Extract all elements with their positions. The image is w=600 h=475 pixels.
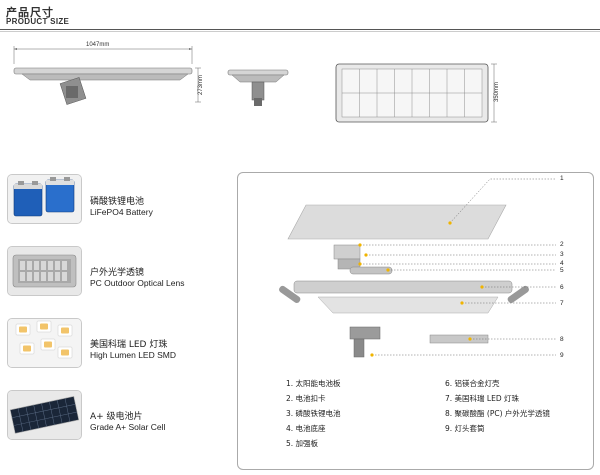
feature-card-solar	[7, 390, 82, 440]
solar-panel-icon	[8, 391, 81, 439]
callout-5: 5	[560, 267, 564, 274]
callout-7: 7	[560, 300, 564, 307]
header-rule-light	[0, 31, 600, 32]
feature-solar-cn: A+ 级电池片	[90, 412, 143, 422]
header-rule	[0, 29, 600, 30]
feature-card-lens	[7, 246, 82, 296]
feature-lens-cn: 户外光学透镜	[90, 268, 145, 278]
top-view-drawing	[335, 63, 497, 123]
width-dimension: 350mm	[494, 82, 500, 103]
section-title-en: PRODUCT SIZE	[6, 17, 70, 26]
part-6: 6. 铝镁合金灯壳	[445, 379, 500, 388]
exploded-view-drawing	[279, 178, 556, 358]
callout-2: 2	[560, 241, 564, 248]
feature-solar-en: Grade A+ Solar Cell	[90, 422, 166, 432]
length-dimension: 1047mm	[86, 42, 110, 48]
part-2: 2. 电池扣卡	[286, 394, 326, 403]
led-chip-icon	[8, 319, 81, 367]
height-dimension: 273mm	[198, 75, 204, 96]
part-4: 4. 电池底座	[286, 424, 326, 433]
feature-battery-cn: 磷酸铁锂电池	[90, 197, 145, 207]
feature-lens-en: PC Outdoor Optical Lens	[90, 278, 185, 288]
part-8: 8. 聚碳酸酯 (PC) 户外光学透镜	[445, 409, 550, 418]
lens-icon	[8, 247, 81, 295]
callout-1: 1	[560, 175, 564, 182]
part-3: 3. 磷酸铁锂电池	[286, 409, 341, 418]
part-9: 9. 灯头套筒	[445, 424, 485, 433]
feature-battery-en: LiFePO4 Battery	[90, 207, 153, 217]
callout-9: 9	[560, 352, 564, 359]
feature-led-cn: 美国科瑞 LED 灯珠	[90, 340, 168, 350]
callout-8: 8	[560, 336, 564, 343]
feature-card-led	[7, 318, 82, 368]
callout-4: 4	[560, 260, 564, 267]
side-view-drawing	[13, 46, 201, 105]
part-7: 7. 美国科瑞 LED 灯珠	[445, 394, 519, 403]
battery-icon	[8, 175, 81, 223]
feature-led-en: High Lumen LED SMD	[90, 350, 176, 360]
section-title-cn: 产品尺寸	[6, 6, 54, 19]
exploded-view-panel	[237, 172, 594, 470]
callout-6: 6	[560, 284, 564, 291]
front-view-drawing	[227, 69, 289, 106]
callout-3: 3	[560, 251, 564, 258]
part-5: 5. 加强板	[286, 439, 319, 448]
part-1: 1. 太阳能电池板	[286, 379, 341, 388]
feature-card-battery	[7, 174, 82, 224]
